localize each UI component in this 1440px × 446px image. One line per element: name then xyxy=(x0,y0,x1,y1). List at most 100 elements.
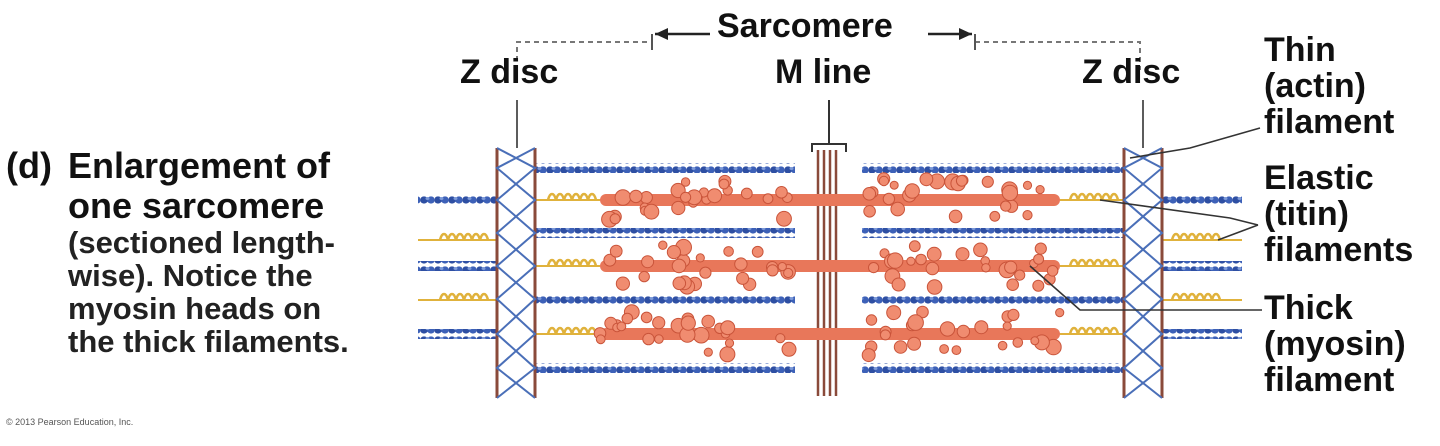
myosin-head xyxy=(904,183,920,199)
titin-coil xyxy=(438,292,490,301)
myosin-head xyxy=(672,276,687,291)
myosin-head xyxy=(868,262,880,274)
myosin-head xyxy=(1014,269,1026,281)
myosin-head xyxy=(699,266,712,279)
thin-filament xyxy=(1162,261,1242,271)
myosin-head xyxy=(695,253,705,263)
myosin-head xyxy=(907,314,924,331)
myosin-head xyxy=(908,240,921,253)
myosin-head xyxy=(1002,321,1012,331)
leader-lines xyxy=(516,100,1262,311)
myosin-head xyxy=(1000,200,1012,212)
myosin-head xyxy=(1001,184,1019,202)
thick-filament-shaft xyxy=(600,260,1060,272)
thin-filament-leader xyxy=(1129,127,1261,159)
titin-coil xyxy=(1068,326,1120,335)
figure-caption: (d) Enlargement of one sarcomere (sectio… xyxy=(6,146,428,359)
titin-coil xyxy=(1170,232,1222,241)
myosin-head xyxy=(781,341,797,357)
elastic-filaments-leader xyxy=(1217,224,1259,241)
thin-filament xyxy=(862,294,1124,304)
myosin-head xyxy=(886,305,902,321)
myosin-head xyxy=(939,321,956,337)
thin-filament xyxy=(535,163,795,173)
myosin-head xyxy=(919,172,934,187)
myosin-head xyxy=(879,329,891,341)
myosin-head xyxy=(926,279,943,295)
myosin-head xyxy=(734,257,748,271)
z-disc-left-branches xyxy=(495,147,537,399)
myosin-head xyxy=(616,321,627,332)
myosin-head xyxy=(724,338,735,348)
myosin-head xyxy=(907,336,922,351)
thin-filament xyxy=(535,363,795,373)
titin-coil xyxy=(1170,292,1222,301)
sarcomere-bracket-right xyxy=(975,41,1141,70)
myosin-head xyxy=(671,200,686,216)
myosin-head xyxy=(615,276,631,291)
myosin-head xyxy=(974,320,989,335)
myosin-head xyxy=(740,187,753,200)
thin-filament xyxy=(535,294,795,304)
myosin-head xyxy=(865,314,878,326)
myosin-head xyxy=(723,246,734,257)
myosin-head xyxy=(638,270,650,283)
myosin-head xyxy=(642,332,655,346)
myosin-head xyxy=(1004,260,1018,274)
myosin-head xyxy=(775,333,786,344)
sarcomere-bracket-left xyxy=(516,41,652,70)
myosin-head xyxy=(890,201,906,217)
thin-filament xyxy=(418,261,497,271)
myosin-head xyxy=(951,345,962,356)
myosin-head xyxy=(915,253,927,266)
myosin-head xyxy=(1034,242,1047,255)
myosin-head xyxy=(718,178,730,190)
myosin-head xyxy=(736,271,750,285)
copyright-notice: © 2013 Pearson Education, Inc. xyxy=(6,417,134,427)
myosin-head xyxy=(948,209,963,224)
myosin-head xyxy=(621,312,634,325)
myosin-head xyxy=(997,340,1008,351)
thin-filament-label-line: Thin xyxy=(1264,31,1336,69)
myosin-head xyxy=(751,245,764,258)
myosin-head xyxy=(878,175,890,187)
myosin-head xyxy=(1006,278,1020,292)
thin-filament-label-line: filament xyxy=(1264,103,1395,141)
myosin-head xyxy=(680,191,692,203)
myosin-head xyxy=(1033,253,1045,265)
sarcomere-arrowhead-right xyxy=(959,28,972,40)
myosin-head xyxy=(1012,337,1024,348)
myosin-head xyxy=(609,244,623,258)
myosin-head xyxy=(989,210,1001,222)
z-disc-right-label: Z disc xyxy=(1082,53,1181,91)
thick-filament-shaft xyxy=(600,328,1060,340)
myosin-head xyxy=(1007,308,1020,321)
thin-filament xyxy=(862,163,1124,173)
myosin-head xyxy=(887,252,904,269)
thin-filament-label-line: (actin) xyxy=(1264,67,1366,105)
myosin-head xyxy=(862,187,877,201)
filament-layer xyxy=(418,143,1242,399)
thin-filament xyxy=(1162,329,1242,339)
myosin-head xyxy=(720,320,736,336)
z-disc-left-branches xyxy=(495,147,537,399)
thin-filament xyxy=(418,195,497,205)
myosin-head xyxy=(1032,279,1045,292)
thick-filament-label-line: filament xyxy=(1264,361,1395,399)
myosin-head xyxy=(603,253,617,267)
myosin-head xyxy=(680,315,696,331)
thin-filament xyxy=(418,329,497,339)
thin-filament xyxy=(1162,195,1242,205)
thick-filament-shaft xyxy=(600,194,1060,206)
myosin-head xyxy=(939,344,949,354)
myosin-head xyxy=(1022,180,1033,190)
myosin-head xyxy=(955,174,968,187)
myosin-head xyxy=(652,316,666,330)
myosin-head xyxy=(925,261,940,276)
myosin-head xyxy=(891,277,906,292)
thin-filament xyxy=(535,228,795,238)
myosin-head xyxy=(666,245,682,260)
myosin-head xyxy=(658,240,668,250)
myosin-head xyxy=(889,180,899,190)
